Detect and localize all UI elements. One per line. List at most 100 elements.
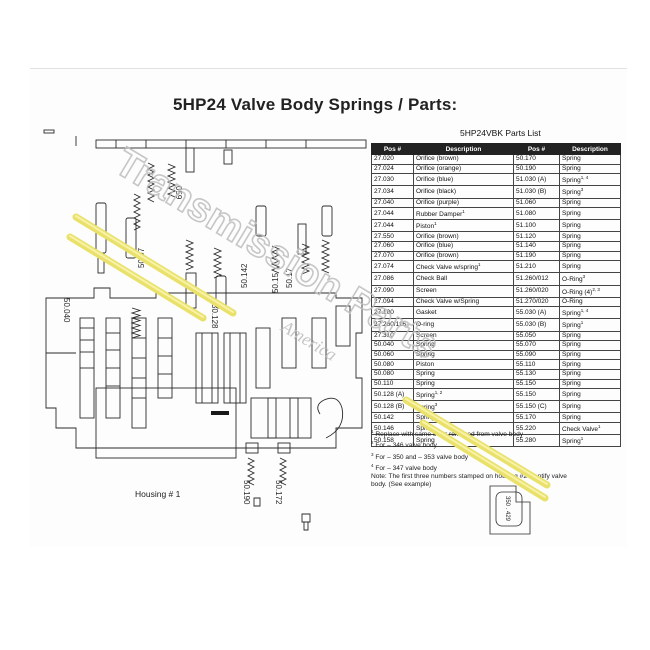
- spring: [270, 245, 281, 274]
- cell-text: Check Valve: [562, 426, 599, 434]
- page-title: 5HP24 Valve Body Springs / Parts:: [173, 95, 458, 114]
- pos-cell: 50.128 (A): [371, 388, 414, 402]
- description-cell: Orifice (brown): [413, 154, 514, 165]
- cell-text: 51.030 (A): [516, 175, 547, 183]
- pos-cell: 50.080: [371, 368, 414, 380]
- parts-list-title: 5HP24VBK Parts List: [460, 128, 541, 138]
- cell-text: 51.060: [516, 198, 536, 206]
- spring: [146, 162, 156, 203]
- cell-text: 50.080: [374, 370, 394, 378]
- cell-text: Gasket: [416, 308, 437, 316]
- description-cell: Spring: [559, 340, 621, 351]
- pos-cell: 55.130: [513, 368, 560, 380]
- pos-cell: 51.190: [513, 250, 560, 262]
- cell-text: 55.050: [516, 331, 536, 339]
- description-cell: Screen: [413, 284, 514, 298]
- callout-label: 50.172: [274, 480, 283, 505]
- cell-text: 50.158: [374, 436, 394, 444]
- pin: [43, 129, 55, 134]
- pos-cell: 51.100: [513, 219, 560, 233]
- description-cell: Spring: [559, 359, 621, 370]
- cell-text: Spring: [562, 310, 581, 318]
- description-cell: Spring: [559, 250, 621, 262]
- cell-text: Orifice (orange): [416, 164, 462, 172]
- pos-cell: 51.270/020: [513, 296, 560, 308]
- cell-text: 51.210: [516, 262, 536, 270]
- pos-cell: 55.030 (A): [513, 306, 560, 320]
- footnote-marker: 3: [580, 187, 584, 193]
- description-cell: Spring: [559, 241, 621, 252]
- cell-text: 50.080: [374, 360, 394, 368]
- cell-text: Orifice (brown): [416, 155, 459, 163]
- separator-strip: [95, 139, 367, 149]
- description-cell: Spring: [559, 197, 621, 209]
- spring: [130, 307, 142, 339]
- pos-cell: 51.260/020: [513, 284, 560, 298]
- cell-text: Rubber Damper: [416, 211, 463, 219]
- callout-label: 50.142: [240, 263, 249, 288]
- pos-cell: 27.086: [371, 272, 414, 286]
- callout-label: 50.17: [285, 267, 294, 288]
- description-cell: Orifice (black): [413, 185, 514, 199]
- cell-text: 27.090: [374, 287, 394, 295]
- pos-cell: 51.260/012: [513, 272, 560, 286]
- spring-group: [130, 162, 331, 486]
- footnote: 3 For – 350 and – 353 valve body: [371, 451, 623, 462]
- pos-cell: 55.150: [513, 378, 560, 390]
- description-cell: Spring1: [559, 434, 621, 448]
- pos-cell: 27.070: [371, 250, 414, 262]
- cell-text: Orifice (purple): [416, 198, 459, 206]
- footnote-marker: 3: [434, 402, 438, 408]
- spring: [278, 457, 288, 486]
- cell-text: 27.070: [374, 251, 394, 259]
- cell-text: 50.060: [374, 351, 394, 359]
- pos-cell: 50.190: [513, 163, 560, 175]
- footnote-marker: 3: [582, 274, 586, 280]
- cell-text: Spring: [562, 198, 581, 206]
- description-cell: Orifice (blue): [413, 241, 514, 252]
- cell-text: Orifice (blue): [416, 242, 454, 250]
- cell-text: 51.260/012: [516, 274, 549, 282]
- cell-text: Orifice (brown): [416, 251, 459, 259]
- footnote-text: For – 346 valve body: [375, 442, 437, 450]
- spring: [184, 239, 195, 271]
- cell-text: O-Ring: [562, 276, 583, 284]
- footnote: 1 Replace with same color removed from v…: [371, 428, 623, 439]
- pos-cell: 51.030 (B): [513, 185, 560, 199]
- description-cell: Spring3: [413, 400, 514, 414]
- callout-label: 50.07: [137, 247, 146, 268]
- footnote-text: Replace with same color removed from val…: [375, 431, 524, 439]
- cell-text: O-ring: [416, 320, 435, 328]
- cell-text: 27.020: [374, 155, 394, 163]
- cell-text: 50.128 (A): [374, 390, 405, 398]
- cell-text: Spring: [562, 221, 581, 229]
- description-cell: Screen: [413, 330, 514, 342]
- cell-text: 51.030 (B): [516, 187, 547, 195]
- cell-text: Spring: [416, 413, 435, 421]
- cell-text: Spring: [562, 331, 581, 339]
- cell-text: Spring: [562, 232, 581, 240]
- cell-text: Check Valve w/spring: [416, 264, 479, 272]
- description-cell: Spring1, 4: [559, 306, 621, 320]
- spring: [246, 457, 256, 486]
- cell-text: 50.110: [374, 379, 394, 387]
- description-cell: Piston1: [413, 219, 514, 233]
- description-cell: Spring1, 4: [559, 173, 621, 187]
- cell-text: Spring: [562, 155, 581, 163]
- callout-label: 50.15: [271, 272, 280, 293]
- cell-text: 55.170: [516, 413, 536, 421]
- cell-text: O-Ring: [562, 297, 583, 305]
- footnote-marker: 1: [478, 262, 481, 268]
- pos-cell: 27.550: [371, 231, 414, 242]
- cell-text: 55.030 (A): [516, 308, 547, 316]
- description-cell: Orifice (brown): [413, 231, 514, 242]
- pos-cell: 50.110: [371, 378, 414, 390]
- cell-text: 51.100: [516, 221, 536, 229]
- pos-cell: 51.030 (A): [513, 173, 560, 187]
